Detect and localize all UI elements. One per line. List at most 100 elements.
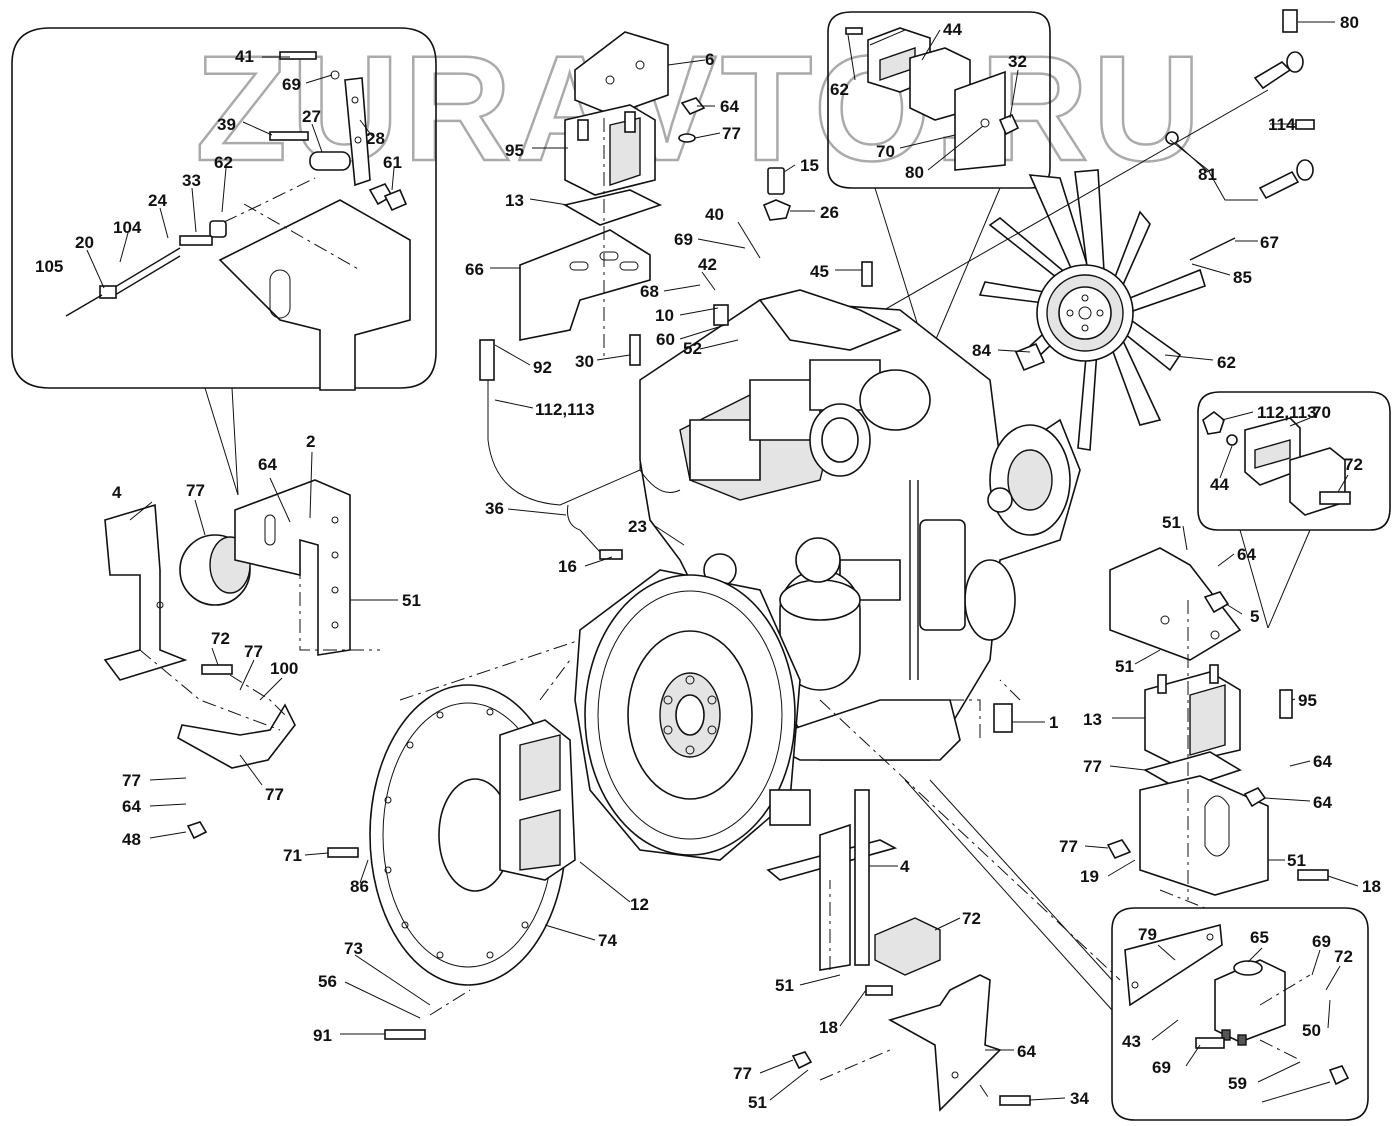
callout-label: 32: [1008, 52, 1027, 71]
callout-label: 33: [182, 171, 201, 190]
callout-label: 28: [366, 129, 385, 148]
detail-box-bottom-right: [904, 779, 1369, 1121]
callout-label: 59: [1228, 1074, 1247, 1093]
callout-label: 70: [876, 142, 895, 161]
callout-label: 41: [235, 47, 254, 66]
callout-label: 44: [1210, 475, 1229, 494]
callout-label: 72: [1334, 947, 1353, 966]
callout-label: 77: [733, 1064, 752, 1083]
callout-label: 62: [214, 153, 233, 172]
callout-label: 2: [306, 432, 315, 451]
fasteners: [186, 9, 1350, 1106]
alignment-lines: [139, 565, 1311, 1101]
callout-label: 114: [1268, 115, 1296, 134]
callout-label: 62: [830, 80, 849, 99]
callout-label: 91: [313, 1026, 332, 1045]
relay-icon: [1124, 923, 1286, 1046]
callout-label: 66: [465, 260, 484, 279]
rear-engine-mount-icon: [766, 789, 1002, 1112]
callout-label: 64: [258, 455, 277, 474]
callout-label: 81: [1198, 165, 1217, 184]
callout-label: 67: [1260, 233, 1279, 252]
callout-label: 64: [1313, 752, 1332, 771]
callout-label: 44: [943, 20, 962, 39]
detail-box-right: [1197, 391, 1391, 629]
callout-label: 95: [505, 141, 524, 160]
callout-label: 12: [630, 895, 649, 914]
left-engine-mount-icon: [103, 479, 351, 769]
callout-label: 19: [1080, 867, 1099, 886]
callout-label: 77: [122, 771, 141, 790]
callout-label: 64: [122, 797, 141, 816]
coupling-icon: [499, 719, 576, 881]
callout-label: 23: [628, 517, 647, 536]
callout-label: 72: [1344, 455, 1363, 474]
detail-top-center-parts: [845, 27, 1020, 171]
detail-top-left-parts: [65, 51, 411, 391]
callout-label: 52: [683, 339, 702, 358]
callout-label: 34: [1070, 1089, 1089, 1108]
callout-label: 45: [810, 262, 829, 281]
callout-label: 100: [270, 659, 298, 678]
callout-label: 43: [1122, 1032, 1141, 1051]
callout-label: 30: [575, 352, 594, 371]
callout-label: 112,113: [1257, 403, 1317, 422]
callout-label: 64: [720, 97, 739, 116]
callout-label: 24: [148, 191, 167, 210]
cooling-fan-icon: [869, 89, 1269, 451]
callout-label: 64: [1313, 793, 1332, 812]
callout-label: 72: [211, 629, 230, 648]
engine-block-icon: [639, 289, 1081, 761]
callout-label: 42: [698, 255, 717, 274]
callout-label: 39: [217, 115, 236, 134]
callout-label: 77: [1059, 837, 1078, 856]
callout-label: 95: [1298, 691, 1317, 710]
callout-label: 77: [1083, 757, 1102, 776]
callout-label: 77: [265, 785, 284, 804]
callout-labels: 41 69 6 64 77 95 13 39 27 28 62 61 33 24…: [35, 13, 1381, 1112]
callout-label: 65: [1250, 928, 1269, 947]
callout-label: 71: [283, 846, 302, 865]
callout-label: 92: [533, 358, 552, 377]
callout-label: 13: [1083, 710, 1102, 729]
callout-label: 62: [1217, 353, 1236, 372]
detail-right-parts: [1202, 410, 1351, 516]
callout-label: 20: [75, 233, 94, 252]
callout-label: 18: [1362, 877, 1381, 896]
callout-label: 85: [1233, 268, 1252, 287]
callout-label: 48: [122, 830, 141, 849]
callout-label: 51: [748, 1093, 767, 1112]
callout-label: 15: [800, 156, 819, 175]
callout-label: 51: [402, 591, 421, 610]
callout-label: 61: [383, 153, 402, 172]
callout-label: 18: [819, 1018, 838, 1037]
callout-label: 80: [1340, 13, 1359, 32]
callout-label: 26: [820, 203, 839, 222]
callout-label: 69: [282, 75, 301, 94]
callout-label: 40: [705, 205, 724, 224]
callout-label: 51: [1287, 851, 1306, 870]
top-engine-mount-icon: [519, 31, 706, 360]
callout-label: 74: [598, 931, 617, 950]
callout-label: 56: [318, 972, 337, 991]
callout-label: 79: [1138, 925, 1157, 944]
callout-label: 86: [350, 877, 369, 896]
callout-label: 70: [1312, 403, 1331, 422]
callout-label: 73: [344, 939, 363, 958]
callout-label: 6: [705, 50, 714, 69]
callout-label: 69: [674, 230, 693, 249]
callout-label: 84: [972, 341, 991, 360]
callout-label: 104: [113, 218, 142, 237]
callout-label: 77: [722, 124, 741, 143]
callout-label: 50: [1302, 1021, 1321, 1040]
leader-lines: [86, 21, 1359, 1103]
callout-label: 64: [1237, 545, 1256, 564]
callout-label: 64: [1017, 1042, 1036, 1061]
callout-label: 4: [112, 483, 122, 502]
callout-label: 5: [1250, 607, 1259, 626]
flywheel-housing-icon: [574, 569, 811, 861]
callout-label: 112,113: [535, 400, 595, 419]
detail-box-top-left: [11, 27, 437, 496]
callout-label: 72: [962, 909, 981, 928]
